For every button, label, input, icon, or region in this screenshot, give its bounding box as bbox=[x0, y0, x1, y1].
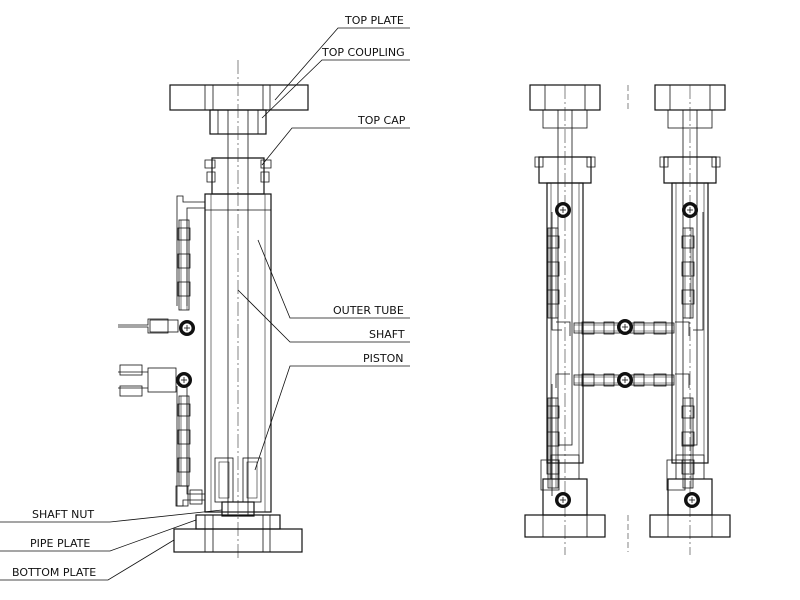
hose-upper bbox=[176, 195, 205, 311]
fitting-lower bbox=[118, 364, 193, 397]
strut-left bbox=[524, 84, 606, 556]
right-front-view bbox=[524, 84, 731, 556]
label-outer-tube: OUTER TUBE bbox=[333, 304, 404, 317]
strut-right bbox=[649, 84, 731, 556]
cross-hose-lower bbox=[555, 371, 690, 389]
left-section-view bbox=[118, 60, 309, 560]
label-piston: PISTON bbox=[363, 352, 403, 365]
label-top-coupling: TOP COUPLING bbox=[321, 46, 405, 59]
cross-hose-upper bbox=[556, 318, 690, 336]
bottom-plate bbox=[173, 528, 303, 553]
label-pipe-plate: PIPE PLATE bbox=[30, 537, 90, 550]
label-shaft: SHAFT bbox=[369, 328, 405, 341]
label-shaft-nut: SHAFT NUT bbox=[32, 508, 94, 521]
hose-right-strut bbox=[666, 201, 704, 509]
shaft-nut bbox=[221, 501, 255, 517]
label-top-cap: TOP CAP bbox=[357, 114, 406, 127]
label-top-plate: TOP PLATE bbox=[344, 14, 404, 27]
hose-lower bbox=[176, 386, 205, 507]
top-plate bbox=[169, 84, 309, 111]
fitting-upper bbox=[118, 318, 196, 337]
label-bottom-plate: BOTTOM PLATE bbox=[12, 566, 96, 579]
hose-left-strut bbox=[540, 201, 572, 509]
leader-lines bbox=[0, 27, 410, 581]
